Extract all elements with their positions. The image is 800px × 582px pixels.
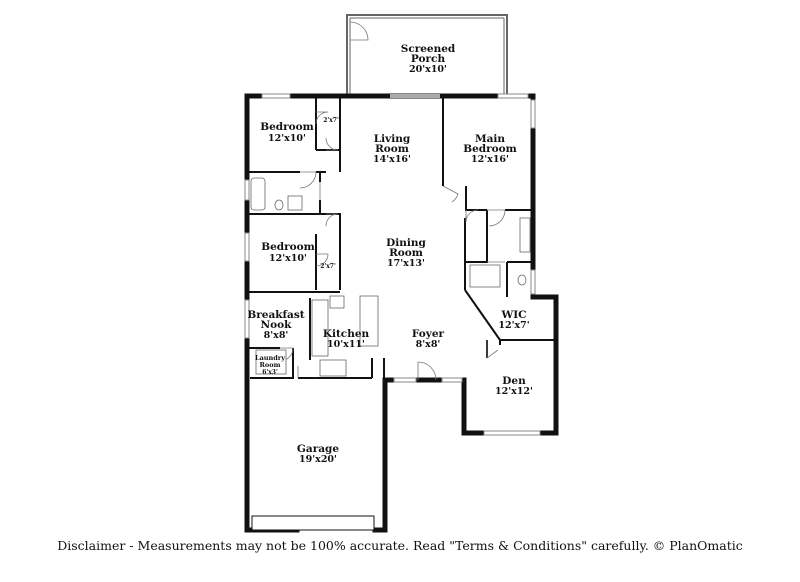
- garage-dims: 19'x20': [299, 454, 337, 465]
- main-bedroom-dims: 12'x16': [471, 154, 509, 165]
- dining-label-2: Room: [389, 247, 423, 259]
- closet-top-dims: 2'x7': [323, 117, 339, 124]
- breakfast-label-1: Breakfast: [247, 309, 304, 321]
- wic-label: WIC: [500, 309, 526, 321]
- living-label-1: Living: [374, 133, 411, 145]
- living-label-2: Room: [375, 143, 409, 155]
- main-bedroom-label-2: Bedroom: [463, 143, 517, 155]
- disclaimer-text: Disclaimer - Measurements may not be 100…: [57, 538, 743, 553]
- bedroom-mid-dims: 12'x10': [269, 253, 307, 264]
- porch-door: [349, 21, 369, 41]
- bedroom-top-label: Bedroom: [260, 121, 314, 133]
- foyer-label: Foyer: [412, 328, 445, 340]
- laundry-label-2: Room: [260, 361, 281, 369]
- porch-dims: 20'x10': [409, 64, 447, 75]
- closet-mid-dims: 2'x7': [320, 263, 336, 270]
- screened-porch-walls: [346, 14, 508, 96]
- foyer-dims: 8'x8': [416, 339, 441, 350]
- bedroom-top-dims: 12'x10': [268, 133, 306, 144]
- doors: [279, 111, 506, 381]
- living-dims: 14'x16': [373, 154, 411, 165]
- wic-dims: 12'x7': [498, 320, 529, 331]
- den-label: Den: [502, 375, 526, 387]
- fixtures: [250, 177, 531, 377]
- dining-dims: 17'x13': [387, 258, 425, 269]
- bedroom-mid-label: Bedroom: [261, 241, 315, 253]
- main-bedroom-label-1: Main: [475, 133, 505, 145]
- windows: [244, 93, 541, 531]
- garage-label: Garage: [297, 443, 339, 455]
- breakfast-label-2: Nook: [261, 319, 293, 331]
- porch-label-2: Porch: [411, 53, 446, 65]
- laundry-label-1: Laundry: [255, 354, 285, 362]
- laundry-dims: 6'x3': [262, 369, 278, 376]
- breakfast-dims: 8'x8': [264, 330, 289, 341]
- dining-label-1: Dining: [386, 237, 426, 249]
- den-dims: 12'x12': [495, 386, 533, 397]
- porch-label-1: Screened: [401, 43, 456, 55]
- kitchen-dims: 10'x11': [327, 339, 365, 350]
- kitchen-label: Kitchen: [323, 328, 370, 340]
